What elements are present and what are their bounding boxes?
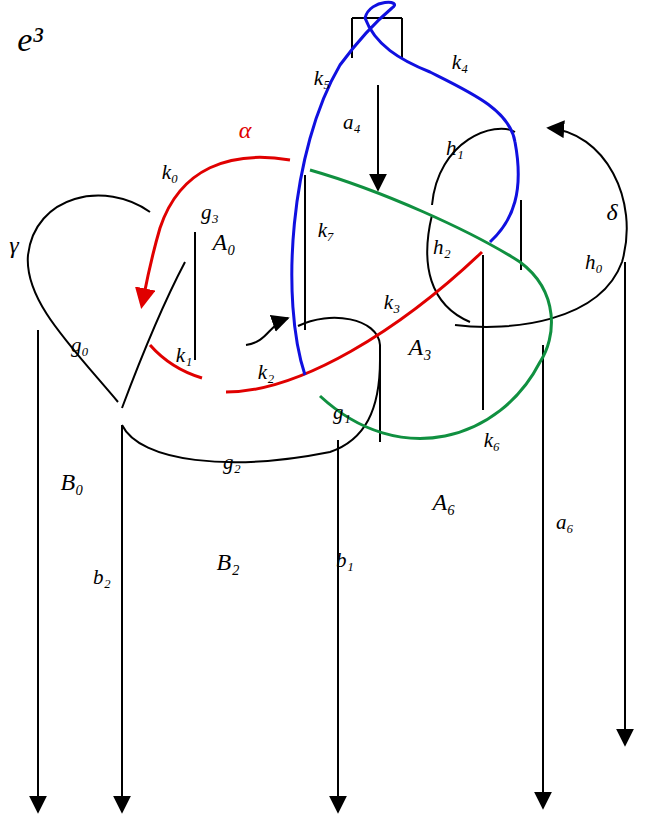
strand-label: α	[238, 118, 253, 142]
strand-label: k₅	[313, 68, 332, 89]
strand-label: B₂	[215, 550, 240, 574]
strand-label: h₂	[432, 237, 452, 258]
strand-label: h₁	[445, 138, 465, 159]
strand-label: k₇	[317, 220, 336, 241]
strand-label: a₄	[342, 112, 362, 133]
strand-label: b₁	[335, 550, 355, 571]
strand-label: h₀	[584, 252, 604, 273]
strand-label: b₂	[92, 567, 112, 588]
strand-label: δ	[605, 200, 618, 224]
strand-label: k₃	[383, 292, 402, 313]
strand-label: g₁	[332, 402, 352, 423]
strand-label: γ	[8, 233, 19, 257]
strand-label: a₆	[555, 512, 575, 533]
strand-label: g₃	[200, 202, 220, 223]
strand-label: k₁	[175, 345, 194, 366]
strand-label: k₆	[483, 430, 502, 451]
strand-label: k₄	[451, 52, 470, 73]
strand-label: A₀	[211, 230, 236, 254]
strand-label: A₃	[407, 335, 432, 359]
space-label: e³	[16, 23, 43, 57]
strand-label: A₆	[431, 490, 456, 514]
strand-label: k₀	[161, 162, 180, 183]
strand-label: g₀	[70, 335, 90, 356]
strand-label: k₂	[257, 362, 276, 383]
strand-label: g₂	[222, 452, 242, 473]
strand-label: B₀	[59, 470, 84, 494]
